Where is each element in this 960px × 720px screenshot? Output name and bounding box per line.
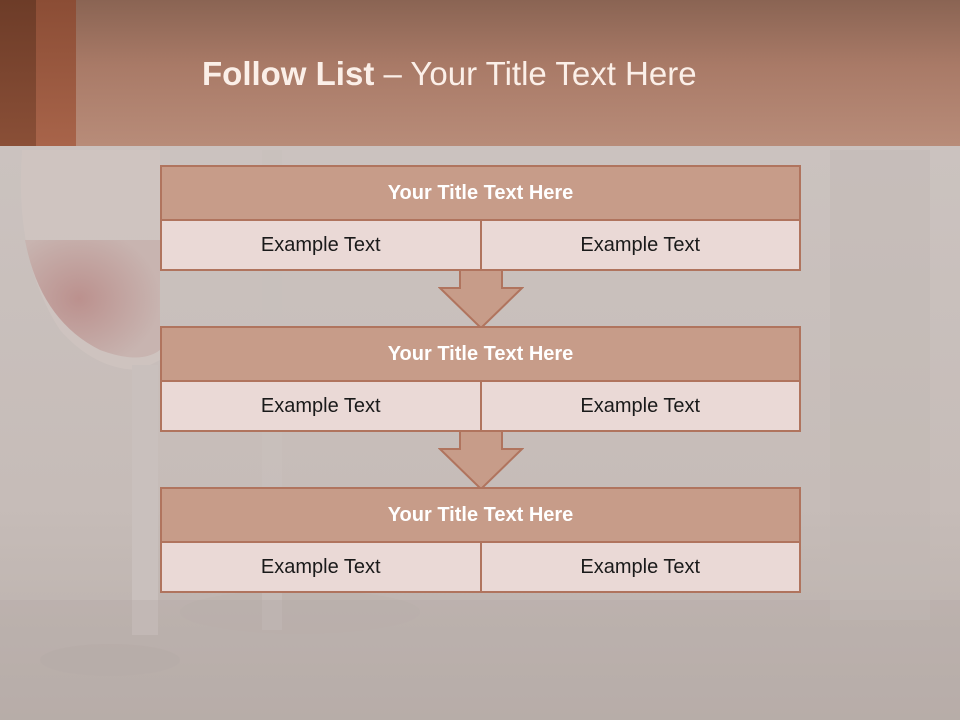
step-cell-left: Example Text [162, 221, 480, 269]
step-cell-right: Example Text [479, 382, 799, 430]
step-cell-left: Example Text [162, 382, 480, 430]
down-arrow-icon [438, 270, 524, 330]
step-cell-right: Example Text [479, 221, 799, 269]
step-row: Example Text Example Text [160, 382, 801, 432]
flow-step-3: Your Title Text Here Example Text Exampl… [160, 487, 801, 593]
slide-title-rest: – Your Title Text Here [374, 55, 697, 92]
decorative-strip [0, 0, 36, 146]
flow-step-1: Your Title Text Here Example Text Exampl… [160, 165, 801, 271]
down-arrow-icon [438, 431, 524, 491]
step-row: Example Text Example Text [160, 221, 801, 271]
step-title: Your Title Text Here [160, 165, 801, 221]
step-title: Your Title Text Here [160, 326, 801, 382]
title-header-band: Follow List – Your Title Text Here [0, 0, 960, 146]
decorative-strip [36, 0, 76, 146]
step-title: Your Title Text Here [160, 487, 801, 543]
flow-step-2: Your Title Text Here Example Text Exampl… [160, 326, 801, 432]
step-cell-right: Example Text [479, 543, 799, 591]
step-cell-left: Example Text [162, 543, 480, 591]
step-row: Example Text Example Text [160, 543, 801, 593]
slide-title: Follow List – Your Title Text Here [202, 55, 697, 93]
slide-title-bold: Follow List [202, 55, 375, 92]
